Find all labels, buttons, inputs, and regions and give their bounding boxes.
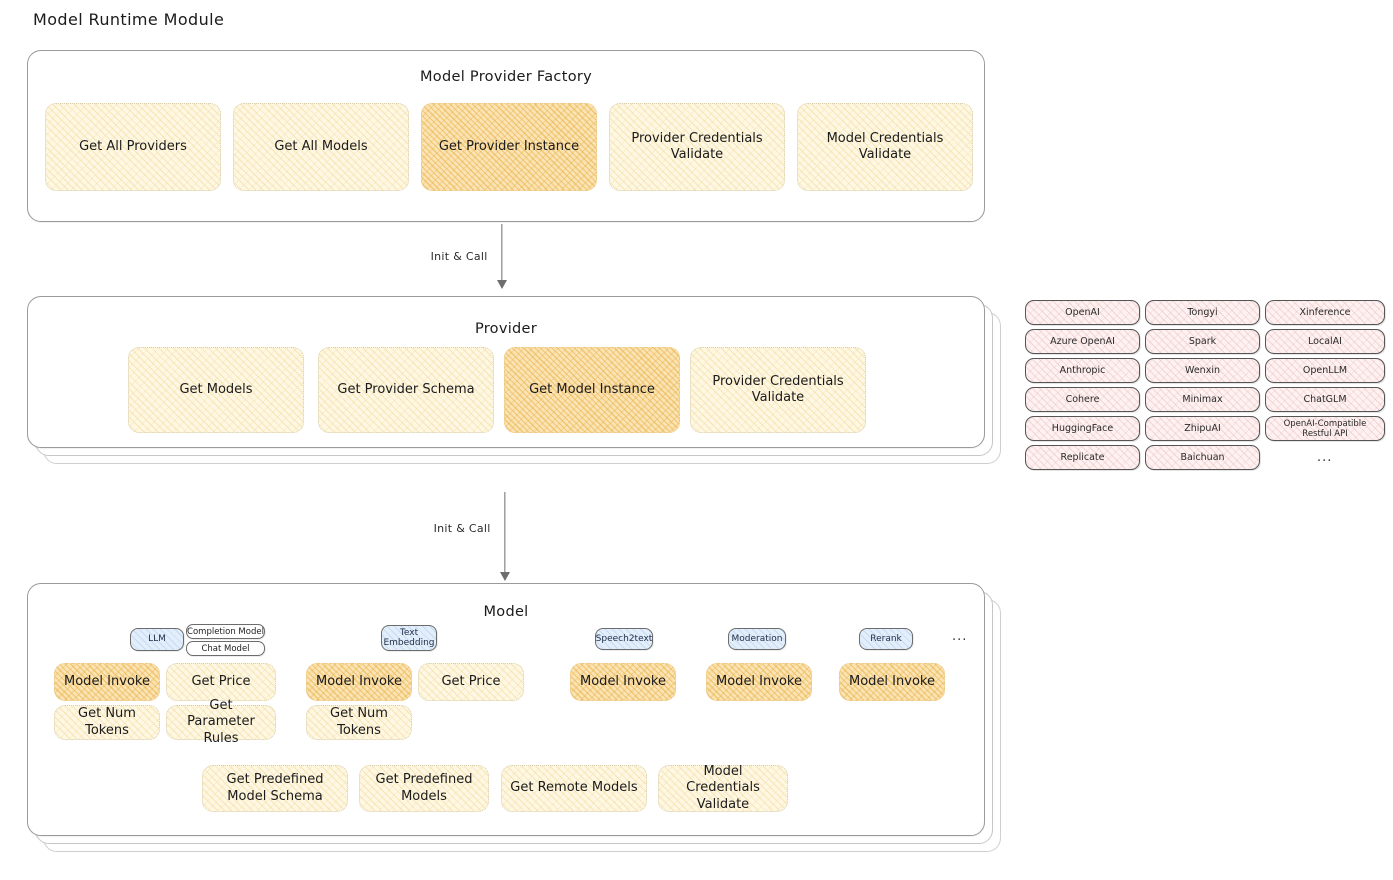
moderation-card-model-invoke[interactable]: Model Invoke (706, 663, 812, 701)
provider-chip-anthropic[interactable]: Anthropic (1025, 358, 1140, 383)
speech2text-card-model-invoke[interactable]: Model Invoke (570, 663, 676, 701)
provider-card-get-models[interactable]: Get Models (128, 347, 304, 433)
provider-chip-localai[interactable]: LocalAI (1265, 329, 1385, 354)
panel-border (27, 583, 985, 836)
provider-chip-tongyi[interactable]: Tongyi (1145, 300, 1260, 325)
provider-chip-wenxin[interactable]: Wenxin (1145, 358, 1260, 383)
provider-card-get-provider-schema[interactable]: Get Provider Schema (318, 347, 494, 433)
model-card-get-predefined-models[interactable]: Get Predefined Models (359, 765, 489, 812)
factory-card-model-credentials-validate[interactable]: Model Credentials Validate (797, 103, 973, 191)
provider-chip-zhipuai[interactable]: ZhipuAI (1145, 416, 1260, 441)
arrow-stem (504, 492, 506, 580)
model-provider-factory-panel: Model Provider Factory Get All Providers… (27, 50, 985, 222)
model-panel: Model LLM Completion Model Chat Model Mo… (27, 583, 1001, 852)
provider-chip-chatglm[interactable]: ChatGLM (1265, 387, 1385, 412)
page-title: Model Runtime Module (33, 10, 225, 29)
model-type-badge-text-embedding[interactable]: Text Embedding (381, 625, 437, 651)
provider-chip-openai-compatible-restful-api[interactable]: OpenAI-Compatible Restful API (1265, 416, 1385, 441)
text-embedding-card-get-price[interactable]: Get Price (418, 663, 524, 701)
provider-chip-huggingface[interactable]: HuggingFace (1025, 416, 1140, 441)
arrow-label-init-call: Init & Call (425, 250, 493, 263)
provider-chip-spark[interactable]: Spark (1145, 329, 1260, 354)
text-embedding-card-model-invoke[interactable]: Model Invoke (306, 663, 412, 701)
model-type-badge-llm[interactable]: LLM (130, 628, 184, 651)
factory-card-provider-credentials-validate[interactable]: Provider Credentials Validate (609, 103, 785, 191)
arrow-provider-to-model: Init & Call (428, 492, 535, 581)
llm-card-get-num-tokens[interactable]: Get Num Tokens (54, 705, 160, 740)
model-type-badge-moderation[interactable]: Moderation (728, 628, 786, 650)
model-card-model-credentials-validate[interactable]: Model Credentials Validate (658, 764, 788, 812)
provider-card-provider-credentials-validate[interactable]: Provider Credentials Validate (690, 347, 866, 433)
factory-card-get-all-providers[interactable]: Get All Providers (45, 103, 221, 191)
arrow-label-init-call: Init & Call (428, 522, 496, 535)
model-type-badge-speech2text[interactable]: Speech2text (595, 628, 653, 650)
provider-chip-xinference[interactable]: Xinference (1265, 300, 1385, 325)
provider-chip-minimax[interactable]: Minimax (1145, 387, 1260, 412)
provider-chip-cohere[interactable]: Cohere (1025, 387, 1140, 412)
text-embedding-card-get-num-tokens[interactable]: Get Num Tokens (306, 705, 412, 740)
provider-list: OpenAI Azure OpenAI Anthropic Cohere Hug… (1025, 300, 1385, 475)
factory-title: Model Provider Factory (419, 69, 593, 85)
provider-chip-openai[interactable]: OpenAI (1025, 300, 1140, 325)
arrow-head-icon (497, 280, 507, 289)
llm-card-model-invoke[interactable]: Model Invoke (54, 663, 160, 701)
arrow-head-icon (500, 572, 510, 581)
rerank-card-model-invoke[interactable]: Model Invoke (839, 663, 945, 701)
provider-panel: Provider Get Models Get Provider Schema … (27, 296, 1001, 464)
model-type-badge-rerank[interactable]: Rerank (859, 628, 913, 650)
model-types-ellipsis: ... (952, 629, 968, 644)
factory-card-get-provider-instance[interactable]: Get Provider Instance (421, 103, 597, 191)
arrow-stem (501, 224, 503, 288)
provider-chip-replicate[interactable]: Replicate (1025, 445, 1140, 470)
llm-card-get-price[interactable]: Get Price (166, 663, 276, 701)
model-title: Model (483, 604, 529, 620)
arrow-factory-to-provider: Init & Call (425, 224, 532, 289)
model-card-get-predefined-model-schema[interactable]: Get Predefined Model Schema (202, 765, 348, 812)
model-tag-chat-model[interactable]: Chat Model (186, 641, 265, 656)
llm-card-get-parameter-rules[interactable]: Get Parameter Rules (166, 698, 276, 746)
provider-chip-baichuan[interactable]: Baichuan (1145, 445, 1260, 470)
provider-list-ellipsis: ... (1317, 450, 1333, 465)
model-card-get-remote-models[interactable]: Get Remote Models (501, 765, 647, 812)
provider-card-get-model-instance[interactable]: Get Model Instance (504, 347, 680, 433)
factory-card-get-all-models[interactable]: Get All Models (233, 103, 409, 191)
model-tag-completion-model[interactable]: Completion Model (186, 624, 265, 639)
provider-chip-azure-openai[interactable]: Azure OpenAI (1025, 329, 1140, 354)
provider-chip-openllm[interactable]: OpenLLM (1265, 358, 1385, 383)
provider-title: Provider (474, 321, 538, 337)
